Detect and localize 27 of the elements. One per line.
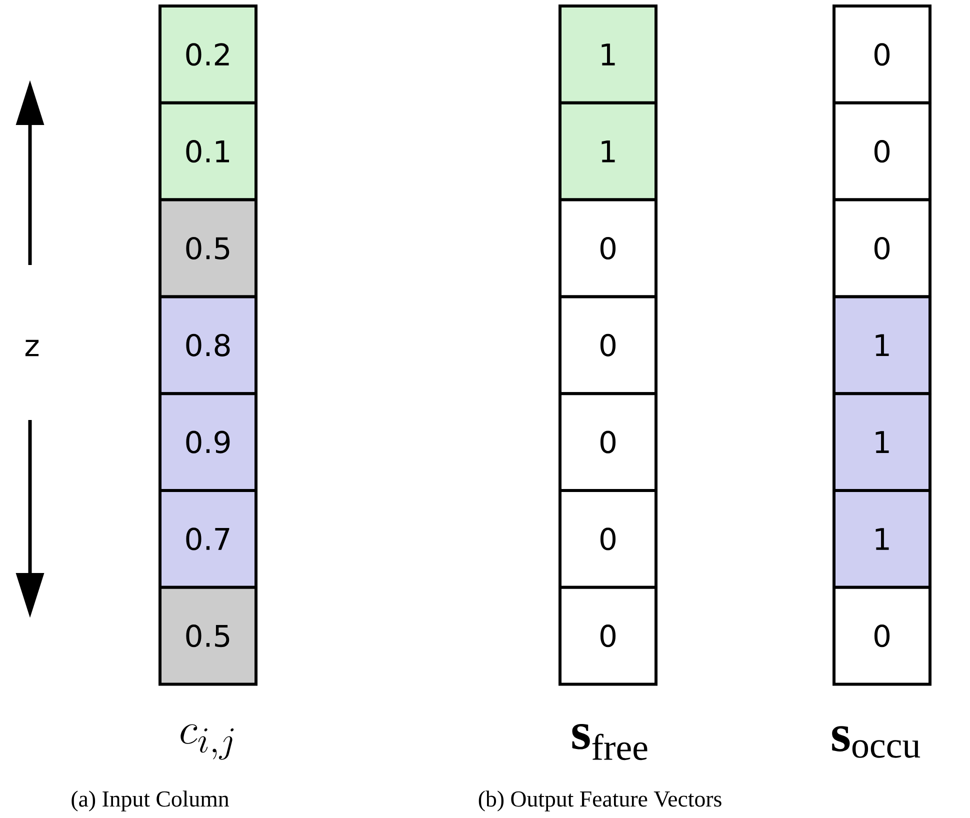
vector-cell: 0 [832,198,932,298]
vector-cell: 0.9 [158,392,258,492]
vector-cell: 1 [558,4,658,104]
vector-cell: 0 [832,586,932,686]
vector-cell: 1 [832,489,932,589]
vector-cell: 1 [832,392,932,492]
axis-label: z [25,340,39,356]
vector-cell: 0.5 [158,198,258,298]
vector-cell: 0.2 [158,4,258,104]
vector-cell: 0 [558,295,658,396]
vector-cell: 0 [558,198,658,298]
vector-cell: 0 [558,489,658,589]
caption: (a) Input Column [72,790,229,812]
vector-cell: 0.8 [158,295,258,396]
vector-cell: 1 [832,295,932,396]
vector-cell: 0.5 [158,586,258,686]
formula-label: $\mathbf{s}_{\mathrm{free}}$ [572,724,648,760]
formula-label: $\mathbf{s}_{\mathrm{occu}}$ [832,726,920,758]
vector-cell: 0 [558,586,658,686]
vector-cell: 0.1 [158,101,258,202]
vector-cell: 0 [832,101,932,202]
vector-cell: 0.7 [158,489,258,589]
vector-cell: 0 [832,4,932,104]
caption: (b) Output Feature Vectors [478,790,722,812]
vector-cell: 0 [558,392,658,492]
formula-label: $c_{i,j}$ [180,724,234,760]
vector-cell: 1 [558,101,658,202]
